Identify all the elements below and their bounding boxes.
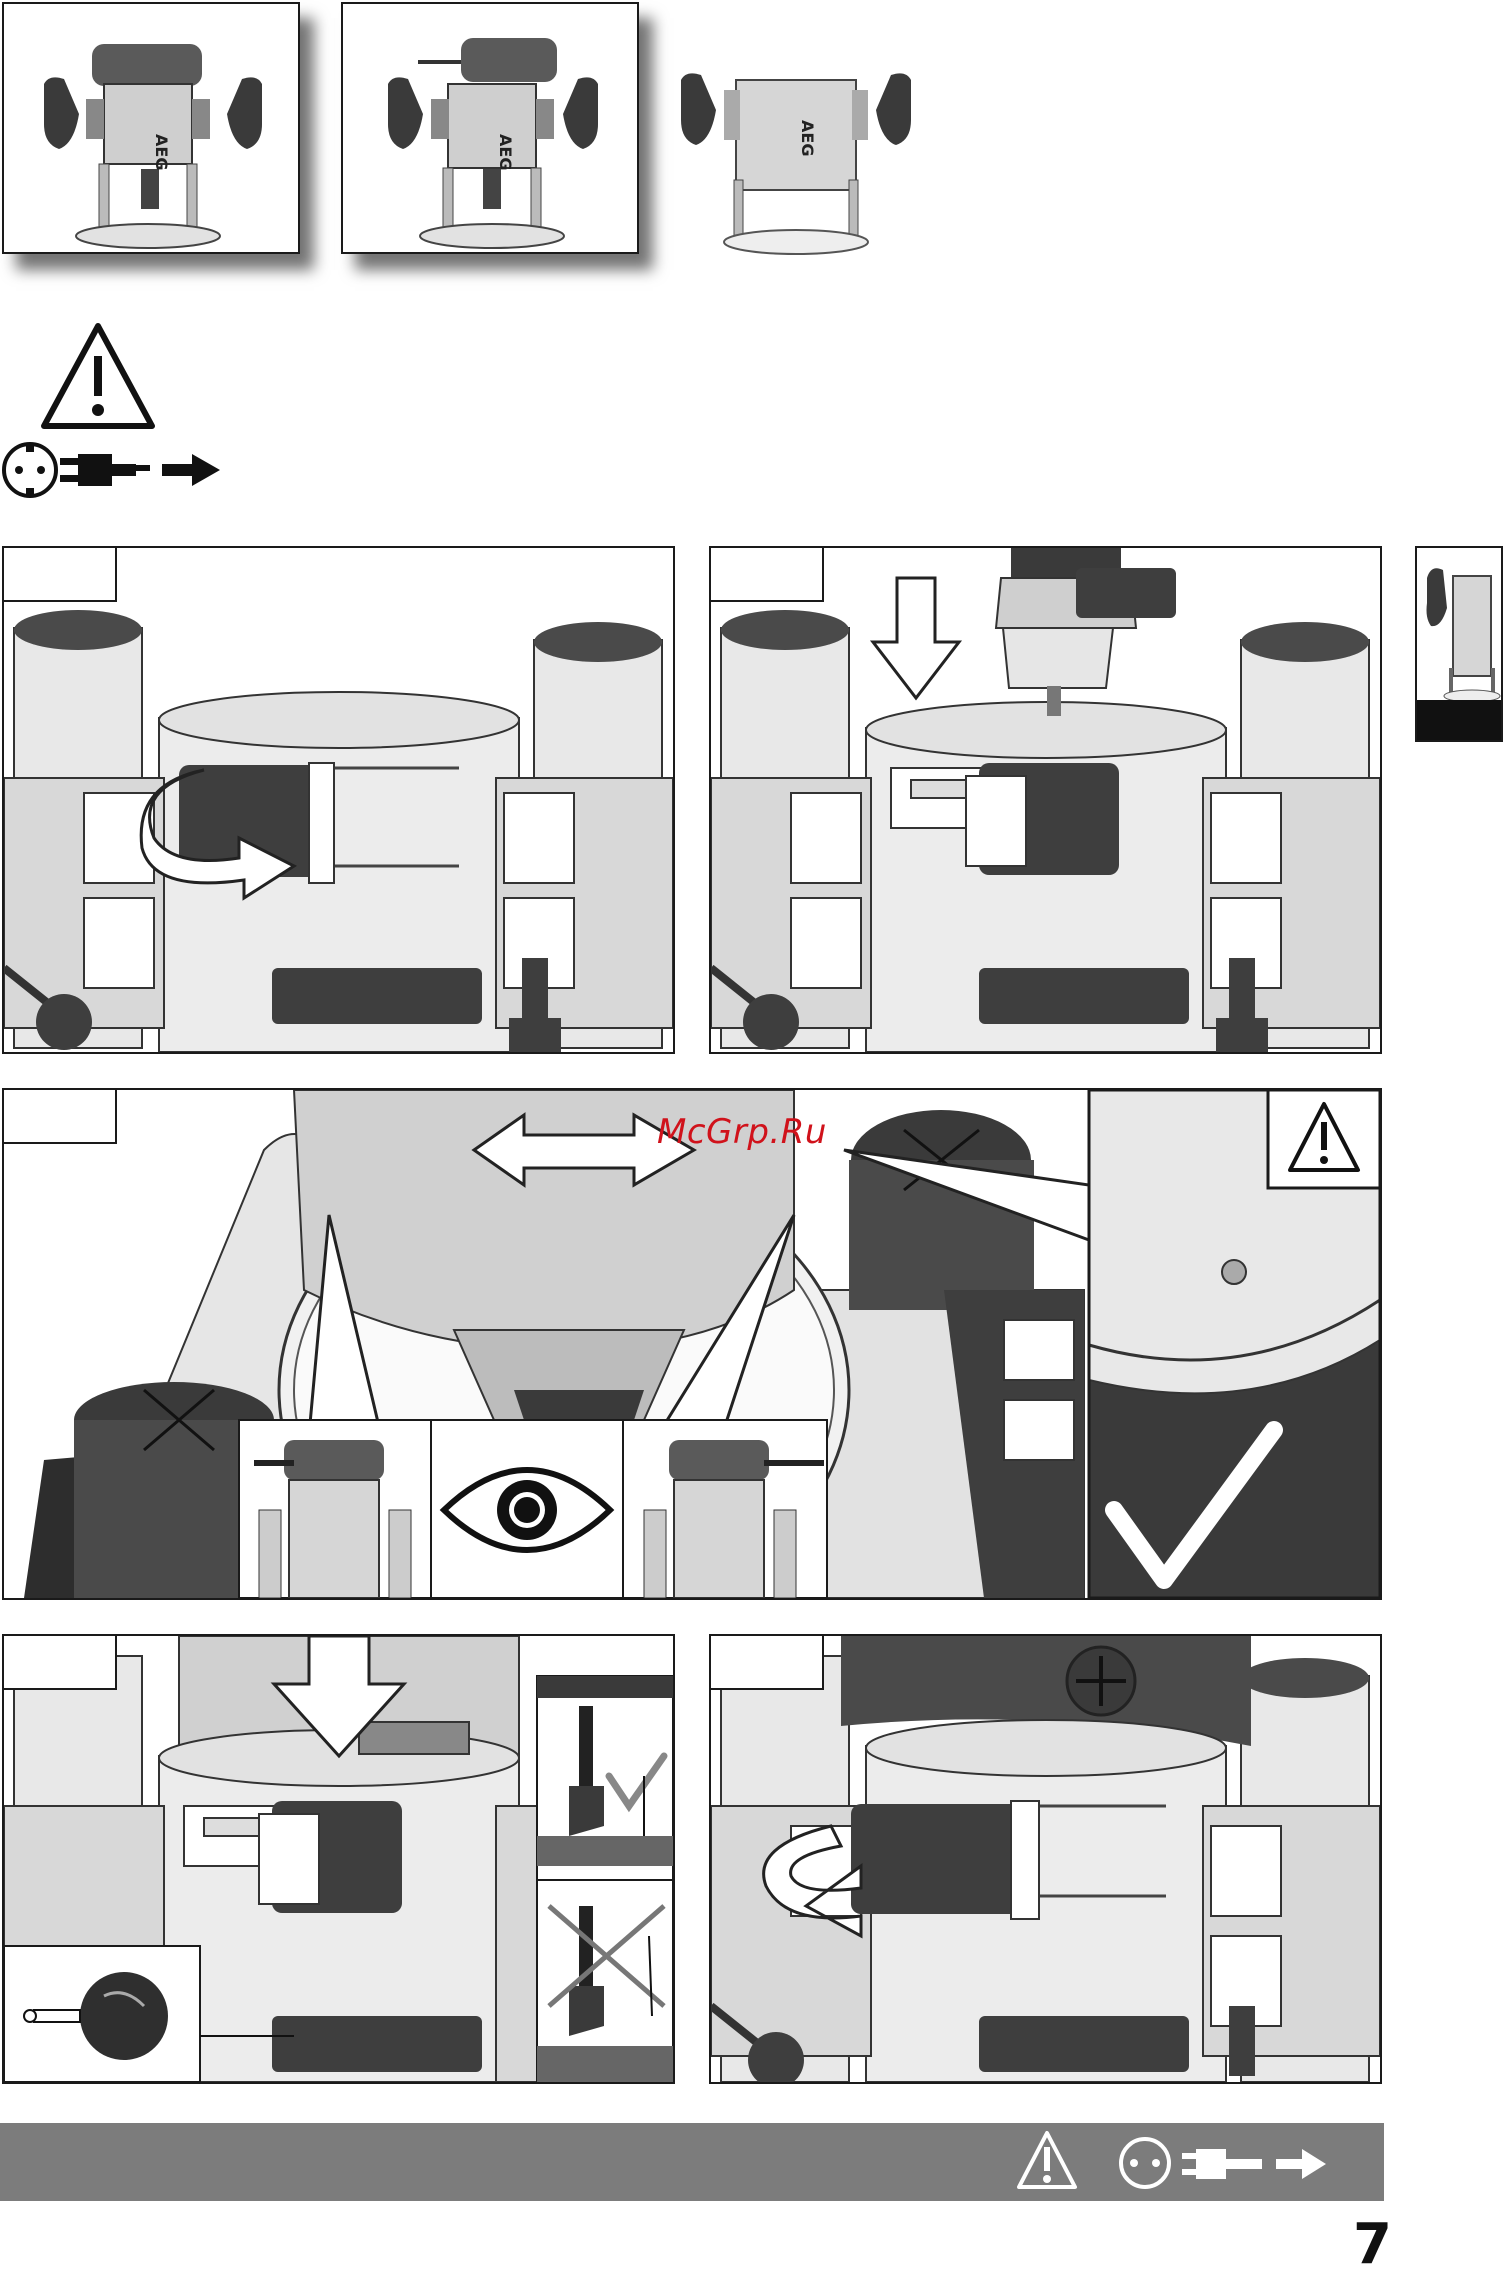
section-index-tab <box>1415 546 1503 742</box>
brand-text: AEG <box>496 134 515 170</box>
step-number-box <box>711 548 824 602</box>
page-number: 7 <box>1353 2212 1392 2277</box>
brand-text: AEG <box>152 134 171 170</box>
step-3-panel <box>2 1088 1382 1600</box>
brand-text: AEG <box>798 120 817 156</box>
model-thumbnail-2: AEG <box>341 2 639 254</box>
step-number-box <box>4 1636 117 1690</box>
safety-footer-bar <box>0 2123 1384 2201</box>
warning-triangle-icon <box>44 326 152 426</box>
step-5-panel <box>709 1634 1382 2084</box>
warning-triangle-icon <box>1019 2133 1075 2187</box>
power-socket-icon <box>4 444 56 496</box>
arrow-right-icon <box>1276 2149 1326 2179</box>
unplug-icon <box>60 454 150 486</box>
step-number-box <box>4 1090 117 1144</box>
step-1-panel <box>2 546 675 1054</box>
safety-notice <box>0 318 230 502</box>
watermark-text: McGrp.Ru <box>657 1112 827 1152</box>
model-thumbnail-1: AEG <box>2 2 300 254</box>
step-2-panel <box>709 546 1382 1054</box>
step-number-box <box>4 548 117 602</box>
power-socket-icon <box>1121 2139 1169 2187</box>
step-4-panel <box>2 1634 675 2084</box>
model-thumbnail-3: AEG <box>676 70 916 260</box>
unplug-icon <box>1182 2149 1262 2179</box>
arrow-down-icon <box>873 578 959 698</box>
step-number-box <box>711 1636 824 1690</box>
arrow-right-icon <box>162 454 220 486</box>
